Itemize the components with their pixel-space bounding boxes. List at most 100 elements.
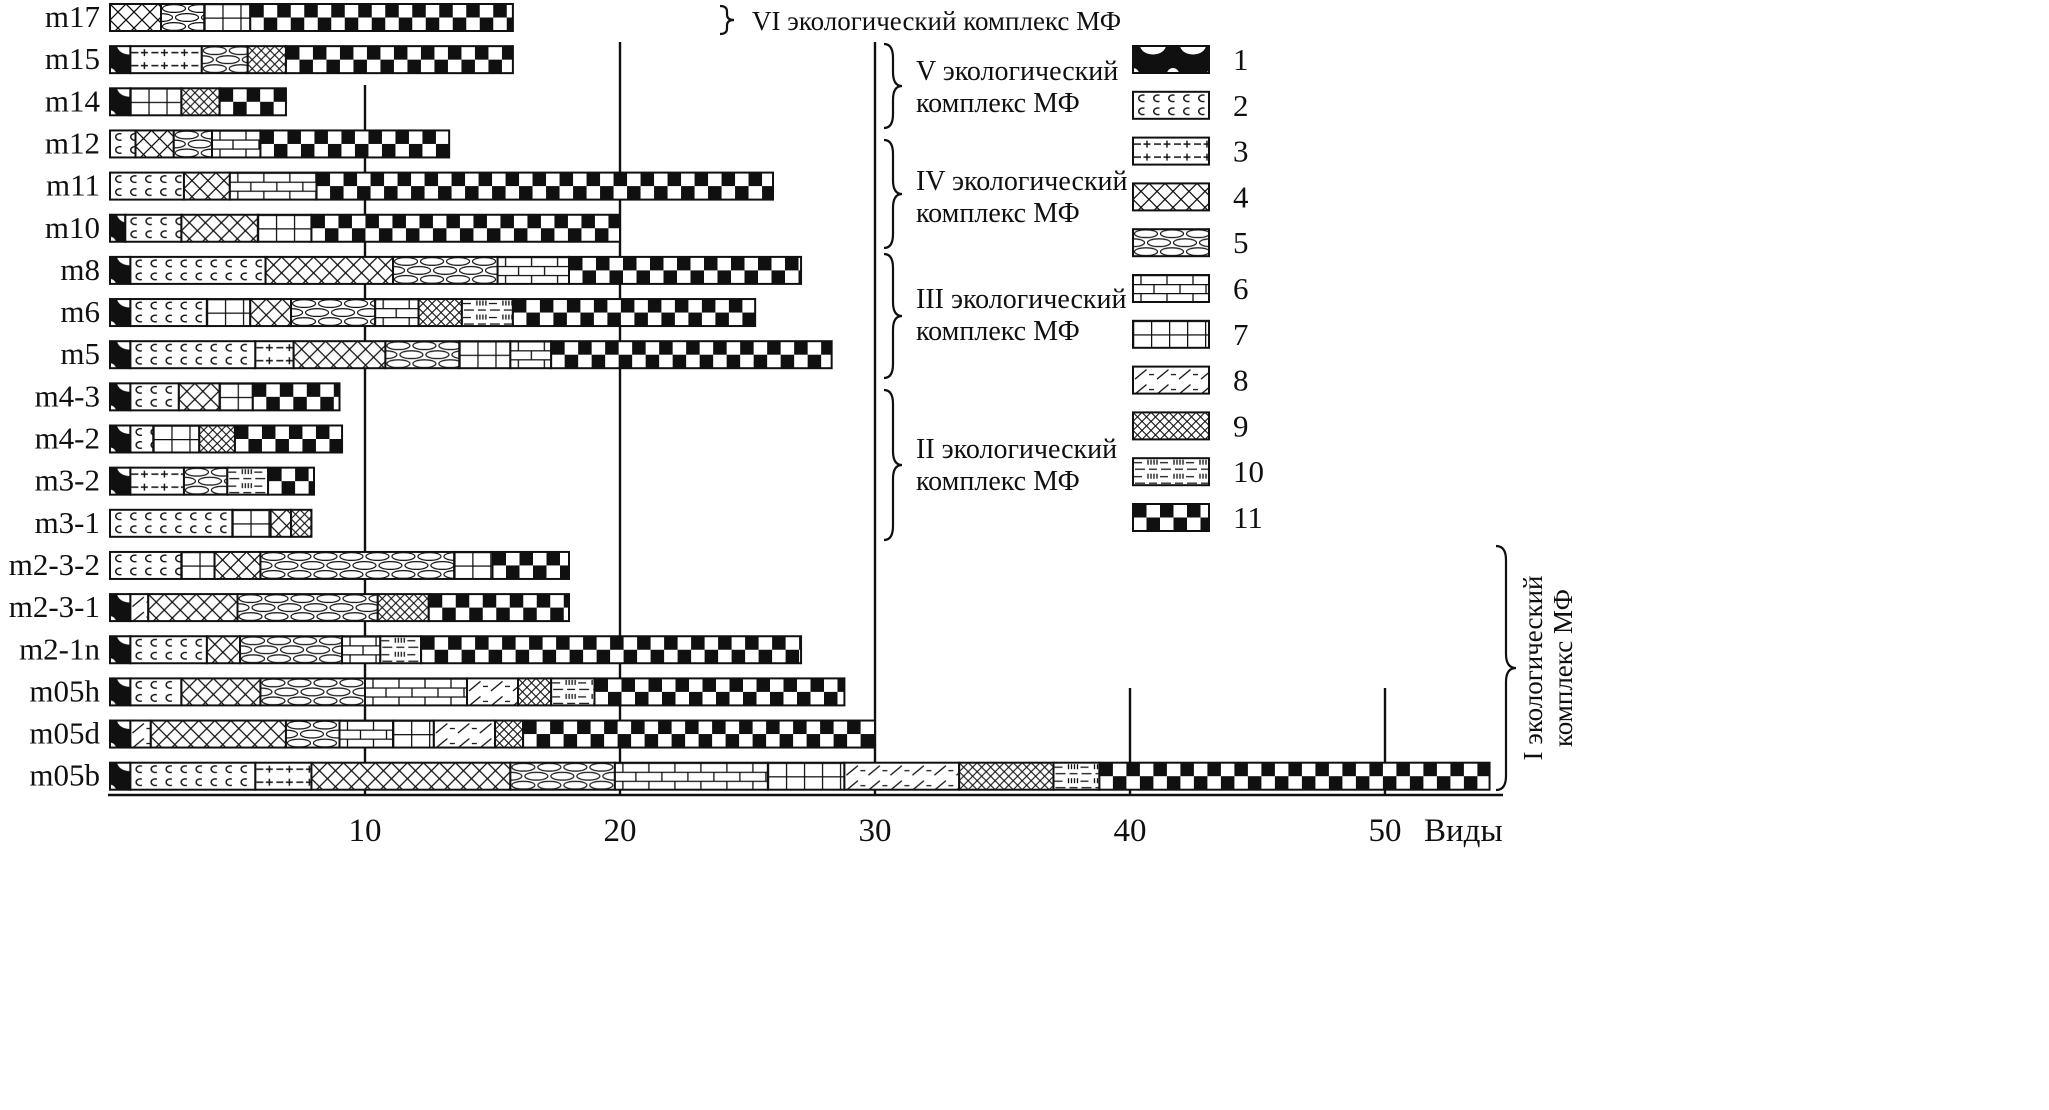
bar-segment-pattern-7: [766, 761, 846, 791]
bar-row-m05h: m05h: [29, 673, 846, 708]
complex-group-1: VI экологический комплекс МФ: [719, 4, 1121, 36]
bar-segment-pattern-2: [129, 255, 267, 285]
bar-segment-pattern-1: [109, 677, 132, 707]
legend-item-2: 2: [1132, 88, 1249, 123]
bar-label: m8: [60, 252, 100, 287]
bar-segment-pattern-7: [180, 550, 216, 580]
bar-segment-pattern-1: [109, 298, 132, 328]
bar-segment-pattern-11: [267, 466, 316, 496]
bar-segment-pattern-1: [109, 255, 132, 285]
bar-label: m2-3-2: [9, 547, 100, 582]
bar-segment-pattern-2: [129, 761, 257, 791]
bar-segment-pattern-4: [180, 213, 259, 243]
bar-segment-pattern-9: [246, 45, 287, 75]
bar-label: m2-1n: [19, 631, 100, 666]
bar-segment-pattern-2: [109, 550, 183, 580]
bar-segment-pattern-11: [491, 550, 570, 580]
bar-segment-pattern-1: [109, 466, 132, 496]
legend-swatch-checkerboard: [1132, 503, 1210, 532]
bar-segment-pattern-2: [129, 677, 183, 707]
x-tick-label-50: 50: [1369, 813, 1402, 849]
bar-segment-pattern-7: [256, 213, 313, 243]
legend-number: 4: [1233, 179, 1249, 214]
bar-segment-pattern-7: [205, 298, 252, 328]
bar-segment-pattern-7: [458, 340, 512, 370]
bar-segment-pattern-9: [198, 424, 236, 454]
bar-label: m12: [45, 125, 100, 160]
legend-number: 7: [1233, 317, 1249, 352]
group-label-line: V экологический: [916, 56, 1118, 87]
legend-swatch-dense-crosshatch: [1132, 411, 1210, 441]
bar-segment-pattern-5: [172, 129, 213, 159]
bar-segment-pattern-5: [160, 3, 206, 32]
bar-segment-pattern-5: [259, 677, 367, 707]
legend-item-3: 3: [1132, 134, 1249, 169]
bar-segment-pattern-1: [109, 635, 132, 665]
bar-segment-pattern-9: [376, 593, 430, 623]
bar-segment-pattern-5: [259, 550, 456, 580]
bar-segment-pattern-9: [417, 298, 463, 328]
group-label-line: IV экологический: [916, 166, 1128, 197]
bar-segment-pattern-4: [109, 3, 162, 32]
bar-label: m05b: [29, 758, 100, 793]
legend-swatch-black-scallop: [1132, 45, 1210, 74]
bar-segment-pattern-9: [517, 677, 553, 707]
bar-segment-pattern-11: [593, 677, 846, 707]
bar-segment-pattern-4: [180, 677, 262, 707]
bar-segment-pattern-10: [460, 298, 514, 328]
bar-row-m3-1: m3-1: [35, 505, 313, 540]
bar-row-m12: m12: [45, 125, 451, 160]
bar-segment-pattern-10: [1052, 761, 1101, 791]
bar-segment-pattern-11: [522, 719, 876, 749]
bar-label: m5: [60, 336, 100, 371]
bar-segment-pattern-2: [129, 340, 257, 370]
bar-segment-pattern-6: [364, 677, 468, 707]
bar-segment-pattern-2: [129, 424, 155, 454]
bar-segment-pattern-4: [134, 129, 175, 159]
bar-segment-pattern-5: [290, 298, 377, 328]
legend-item-11: 11: [1132, 500, 1263, 535]
bar-segment-pattern-11: [251, 382, 341, 412]
bar-segment-pattern-5: [284, 719, 341, 749]
bar-segment-pattern-1: [109, 87, 132, 117]
bar-segment-pattern-5: [236, 593, 379, 623]
group-label-line: комплекс МФ: [916, 466, 1080, 497]
legend-number: 5: [1233, 225, 1249, 260]
bar-label: m3-2: [35, 463, 100, 498]
bar-segment-pattern-4: [177, 382, 221, 412]
bar-segment-pattern-4: [264, 255, 395, 285]
bar-segment-pattern-11: [310, 213, 621, 243]
group-label-line: комплекс МФ: [1548, 589, 1578, 747]
bar-segment-pattern-8: [129, 719, 152, 749]
bar-segment-pattern-7: [203, 3, 252, 32]
bar-segment-pattern-4: [182, 171, 231, 201]
bar-segment-pattern-6: [228, 171, 318, 201]
bar-segment-pattern-2: [109, 129, 137, 159]
bar-segment-pattern-1: [109, 424, 132, 454]
bar-segment-pattern-6: [338, 719, 395, 749]
bar-segment-pattern-11: [233, 424, 344, 454]
bar-label: m15: [45, 41, 100, 76]
bar-segment-pattern-4: [292, 340, 387, 370]
group-brace: [1495, 544, 1517, 792]
legend-number: 8: [1233, 363, 1249, 398]
bar-segment-pattern-4: [310, 761, 512, 791]
bar-segment-pattern-5: [509, 761, 616, 791]
legend-swatch-grid: [1132, 319, 1210, 349]
legend-swatch-dash-ticks: [1132, 457, 1210, 487]
x-tick-label-10: 10: [349, 813, 382, 849]
bar-row-m10: m10: [45, 210, 621, 245]
legend-swatch-dash-cross: [1132, 136, 1210, 166]
bar-segment-pattern-8: [843, 761, 961, 791]
bar-segment-pattern-1: [109, 761, 132, 791]
bar-segment-pattern-3: [254, 340, 295, 370]
legend-item-9: 9: [1132, 408, 1249, 443]
bar-segment-pattern-5: [182, 466, 229, 496]
bar-segment-pattern-5: [239, 635, 344, 665]
group-brace: [883, 138, 903, 250]
